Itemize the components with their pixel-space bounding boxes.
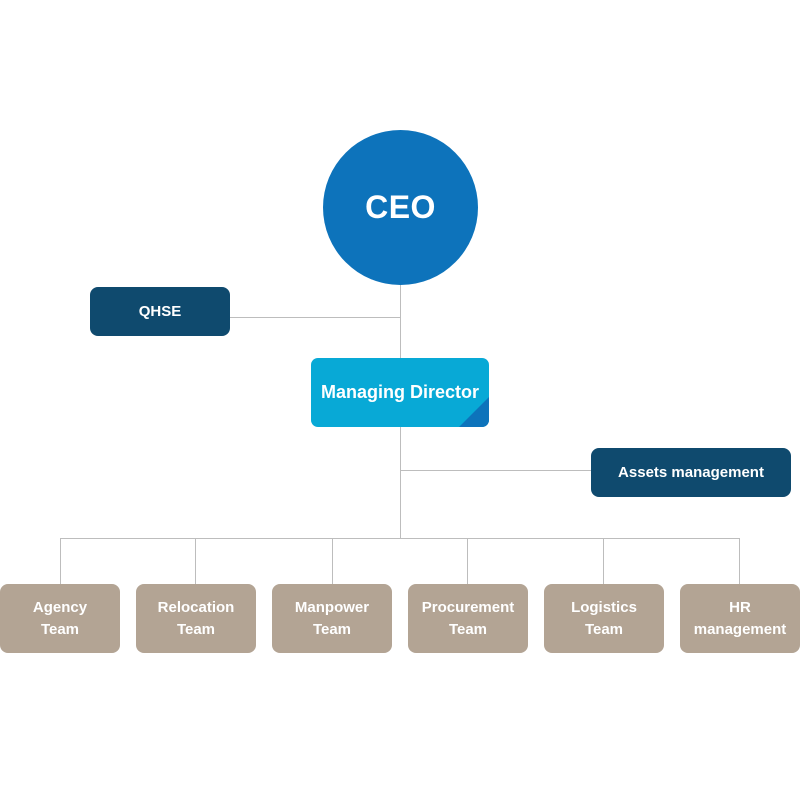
managing-director-corner-accent [459, 397, 489, 427]
ceo-node: CEO [323, 130, 478, 285]
assets-management-node: Assets management [591, 448, 791, 497]
team-label-line1: Procurement [421, 598, 515, 616]
team-node-manpower: Manpower Team [272, 584, 392, 653]
qhse-label: QHSE [138, 303, 182, 320]
team-label-line1: Logistics [571, 598, 637, 616]
team-node-hr-management: HR management [680, 584, 800, 653]
team-node-agency: Agency Team [0, 584, 120, 653]
team-label-line1: Relocation [157, 598, 235, 616]
managing-director-label: Managing Director [320, 382, 480, 402]
team-label-line2: Team [448, 620, 488, 638]
team-label-line1: Agency [32, 598, 88, 616]
team-node-logistics: Logistics Team [544, 584, 664, 653]
ceo-label: CEO [365, 189, 436, 225]
managing-director-node: Managing Director [311, 358, 489, 427]
team-label-line2: Team [40, 620, 80, 638]
team-node-relocation: Relocation Team [136, 584, 256, 653]
team-label-line2: management [693, 620, 787, 638]
team-label-line2: Team [176, 620, 216, 638]
team-node-procurement: Procurement Team [408, 584, 528, 653]
qhse-node: QHSE [90, 287, 230, 336]
team-label-line2: Team [312, 620, 352, 638]
team-label-line1: Manpower [294, 598, 370, 616]
assets-management-label: Assets management [618, 464, 764, 481]
team-label-line1: HR [729, 598, 751, 616]
team-label-line2: Team [584, 620, 624, 638]
